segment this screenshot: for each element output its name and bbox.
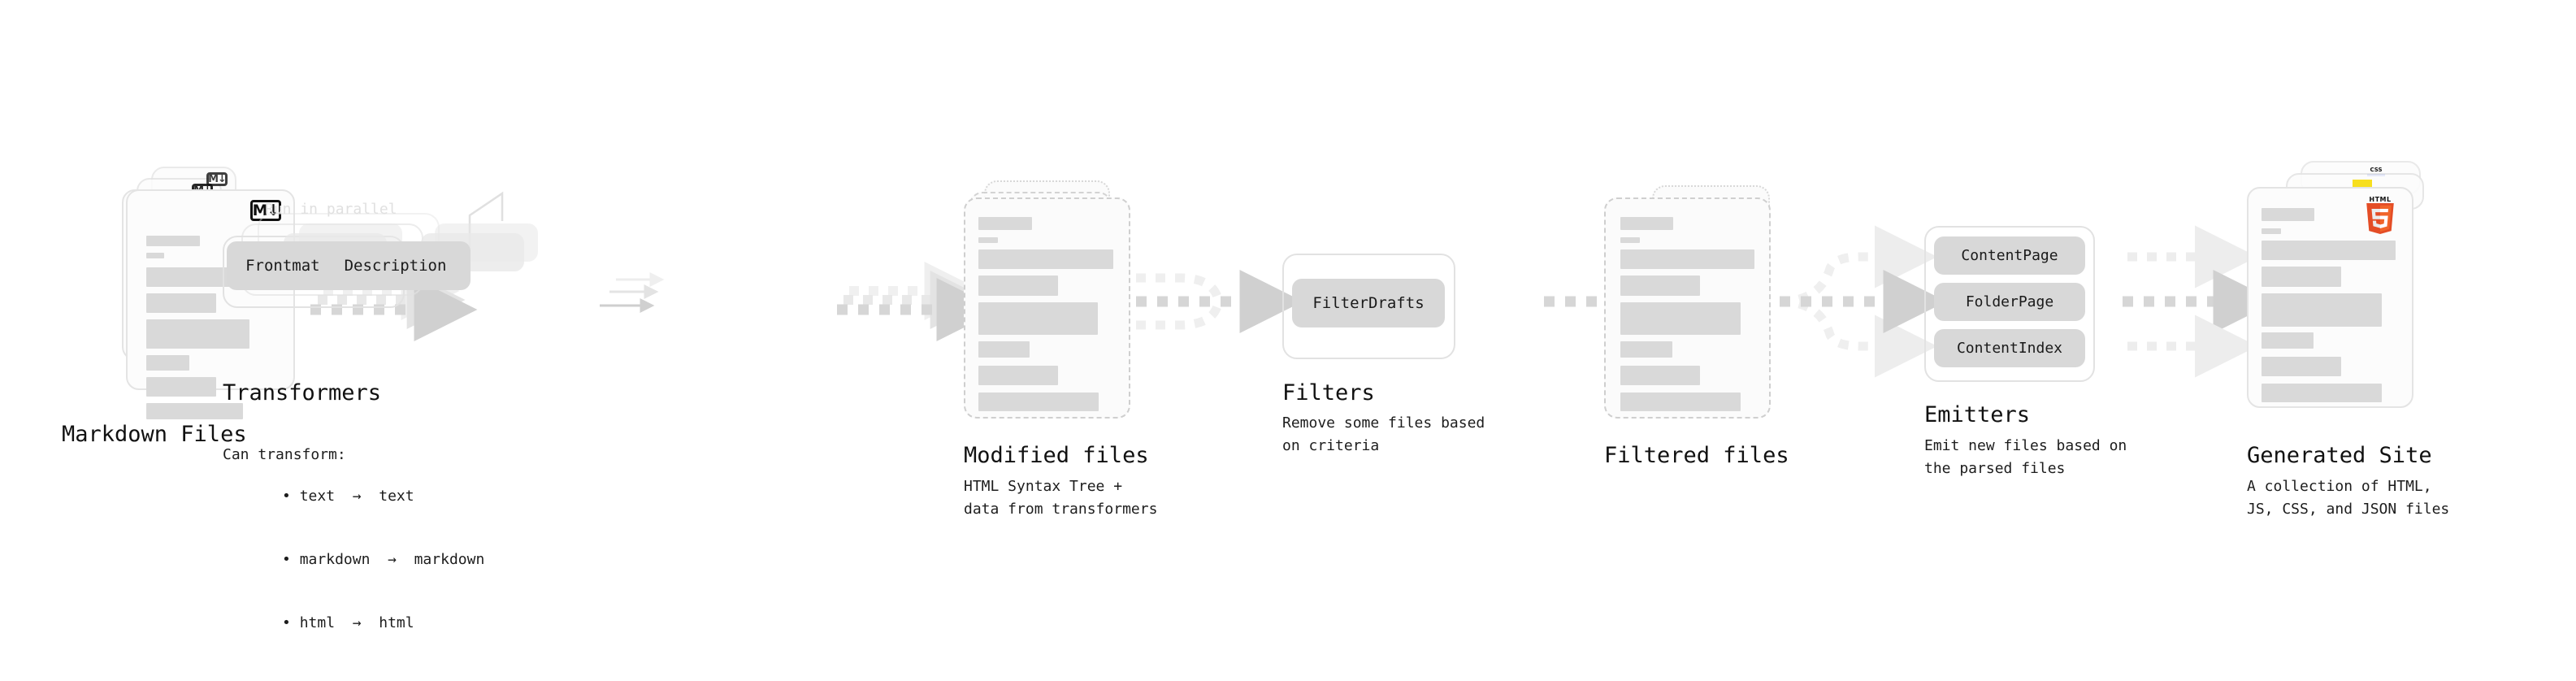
text-bar (2262, 332, 2314, 349)
markdown-icon-back: M↓ (206, 172, 228, 186)
pill-contentindex[interactable]: ContentIndex (1934, 329, 2085, 367)
transformer-bullet: • markdown → markdown (229, 528, 484, 592)
text-bar (1620, 302, 1741, 335)
text-bar (146, 355, 189, 371)
arrow-modified-to-filters (1136, 270, 1303, 333)
text-bar (978, 275, 1058, 296)
bullet-text: text → text (299, 488, 414, 505)
pill-folderpage[interactable]: FolderPage (1934, 283, 2085, 321)
text-bar (1620, 237, 1640, 243)
text-bar (978, 366, 1058, 385)
arrow-emitters-to-site (2123, 225, 2277, 378)
text-bar (146, 377, 216, 397)
transformers-bullet-list: • text → text • markdown → markdown • ht… (229, 465, 484, 655)
text-bar (1620, 275, 1700, 296)
text-bar (2262, 208, 2314, 221)
arrow-filtered-to-emitters (1779, 225, 1947, 378)
stage-title-markdown-files: Markdown Files (62, 422, 247, 447)
stage-title-generated-site: Generated Site (2247, 443, 2432, 468)
stage-subtitle-modified-files: HTML Syntax Tree + data from transformer… (964, 478, 1158, 518)
text-bar (978, 393, 1099, 411)
emitters-group (1924, 226, 2095, 382)
stage-subtitle-filters: Remove some files based on criteria (1282, 414, 1485, 454)
stage-subtitle-emitters: Emit new files based on the parsed files (1924, 437, 2127, 477)
html5-icon-text: HTML (2369, 196, 2392, 203)
text-bar (1620, 249, 1754, 269)
text-bar (146, 403, 243, 419)
html5-shield-icon (2366, 203, 2394, 234)
stage-title-filtered-files: Filtered files (1604, 443, 1789, 468)
text-bar (1620, 217, 1673, 230)
text-bar (2262, 384, 2382, 402)
markdown-icon: M↓ (250, 200, 281, 221)
transformer-bullet: • html → html (229, 592, 484, 655)
transformer-bullet: • text → text (229, 465, 484, 528)
pill-contentpage[interactable]: ContentPage (1934, 236, 2085, 275)
text-bar (1620, 393, 1741, 411)
filters-group (1282, 254, 1455, 359)
stage-title-emitters: Emitters (1924, 402, 2031, 427)
arrow-transformers-to-modified (837, 262, 1000, 341)
text-bar (2262, 267, 2341, 287)
stage-title-filters: Filters (1282, 380, 1375, 406)
text-bar (146, 236, 200, 246)
stage-title-transformers: Transformers (223, 380, 382, 406)
css-icon-text: CSS (2370, 167, 2383, 173)
bullet-text: markdown → markdown (299, 551, 485, 568)
text-bar (978, 249, 1113, 269)
stage-subtitle-generated-site: A collection of HTML, JS, CSS, and JSON … (2247, 478, 2450, 518)
text-bar (2262, 357, 2341, 376)
pill-filterdrafts[interactable]: FilterDrafts (1292, 279, 1445, 327)
html5-icon: HTML (2363, 196, 2397, 235)
bullet-dot: • (282, 488, 300, 505)
stage-subtitle-transformers: Can transform: (223, 446, 346, 463)
text-bar (1620, 366, 1700, 385)
text-bar (146, 293, 216, 313)
text-bar (978, 302, 1098, 335)
run-in-parallel-label: Run in parallel (265, 201, 397, 218)
bullet-dot: • (282, 614, 300, 631)
text-bar (1620, 341, 1672, 358)
text-bar (2262, 293, 2382, 327)
bullet-text: html → html (299, 614, 414, 631)
text-bar (2262, 241, 2396, 260)
text-bar (978, 217, 1032, 230)
bullet-dot: • (282, 551, 300, 568)
text-bar (978, 341, 1030, 358)
text-bar (146, 319, 249, 349)
text-bar (978, 237, 998, 243)
stage-title-modified-files: Modified files (964, 443, 1149, 468)
text-bar (146, 253, 164, 258)
text-bar (2262, 228, 2281, 234)
pill-description[interactable]: Description (320, 241, 471, 290)
